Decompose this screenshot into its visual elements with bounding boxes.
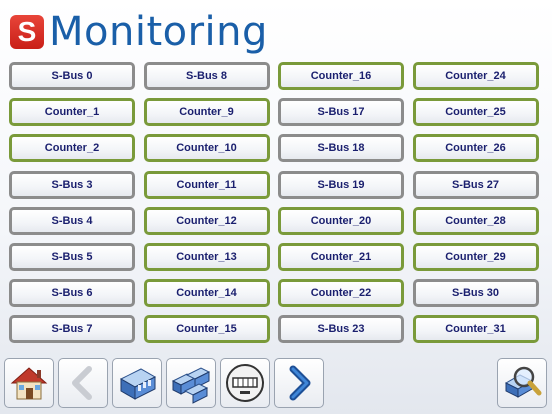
counter-button[interactable]: Counter_24	[412, 62, 539, 90]
home-icon	[10, 367, 48, 400]
app-header: S Monitoring	[10, 10, 268, 54]
sbus-button[interactable]: S-Bus 3	[9, 170, 135, 199]
sbus-button[interactable]: S-Bus 30	[412, 279, 539, 308]
counter-button[interactable]: Counter_2	[9, 134, 135, 163]
device-rack-button[interactable]	[166, 358, 216, 408]
sbus-button[interactable]: S-Bus 4	[9, 206, 135, 235]
counter-button[interactable]: Counter_13	[143, 242, 270, 271]
counter-button[interactable]: Counter_22	[278, 279, 404, 308]
counter-button[interactable]: Counter_21	[278, 242, 404, 271]
energy-meter-button[interactable]	[220, 358, 270, 408]
sbus-button[interactable]: S-Bus 18	[278, 134, 404, 163]
sbus-button[interactable]: S-Bus 0	[9, 62, 135, 90]
page-title: Monitoring	[49, 9, 268, 55]
counter-button[interactable]: Counter_10	[143, 134, 270, 163]
device-module-button[interactable]	[112, 358, 162, 408]
counter-button[interactable]: Counter_9	[143, 98, 270, 127]
counter-button[interactable]: Counter_1	[9, 98, 135, 127]
counter-button[interactable]: Counter_26	[412, 134, 539, 163]
next-arrow-icon	[289, 365, 311, 401]
counter-button[interactable]: Counter_20	[278, 206, 404, 235]
counter-button[interactable]: Counter_12	[143, 206, 270, 235]
device-rack-icon	[171, 367, 211, 404]
next-button[interactable]	[274, 358, 324, 408]
sbus-button[interactable]: S-Bus 8	[143, 62, 270, 90]
counter-button[interactable]: Counter_14	[143, 279, 270, 308]
sbus-button[interactable]: S-Bus 17	[278, 98, 404, 127]
counter-button[interactable]: Counter_25	[412, 98, 539, 127]
device-module-icon	[119, 368, 157, 400]
counter-button[interactable]: Counter_29	[412, 242, 539, 271]
sbus-button[interactable]: S-Bus 7	[9, 315, 135, 344]
bottom-toolbar	[0, 355, 552, 414]
counter-button[interactable]: Counter_16	[278, 62, 404, 90]
app-logo: S	[10, 15, 44, 49]
search-button[interactable]	[497, 358, 547, 408]
sbus-button[interactable]: S-Bus 23	[278, 315, 404, 344]
sbus-button[interactable]: S-Bus 19	[278, 170, 404, 199]
back-button[interactable]	[58, 358, 108, 408]
counter-button[interactable]: Counter_31	[412, 315, 539, 344]
home-button[interactable]	[4, 358, 54, 408]
search-zoom-icon	[504, 366, 542, 398]
counter-button[interactable]: Counter_28	[412, 206, 539, 235]
sbus-button[interactable]: S-Bus 27	[412, 170, 539, 199]
sbus-button[interactable]: S-Bus 6	[9, 279, 135, 308]
sbus-button[interactable]: S-Bus 5	[9, 242, 135, 271]
counter-button[interactable]: Counter_15	[143, 315, 270, 344]
back-arrow-icon	[72, 366, 92, 400]
counter-button[interactable]: Counter_11	[143, 170, 270, 199]
energy-meter-icon	[226, 364, 264, 402]
